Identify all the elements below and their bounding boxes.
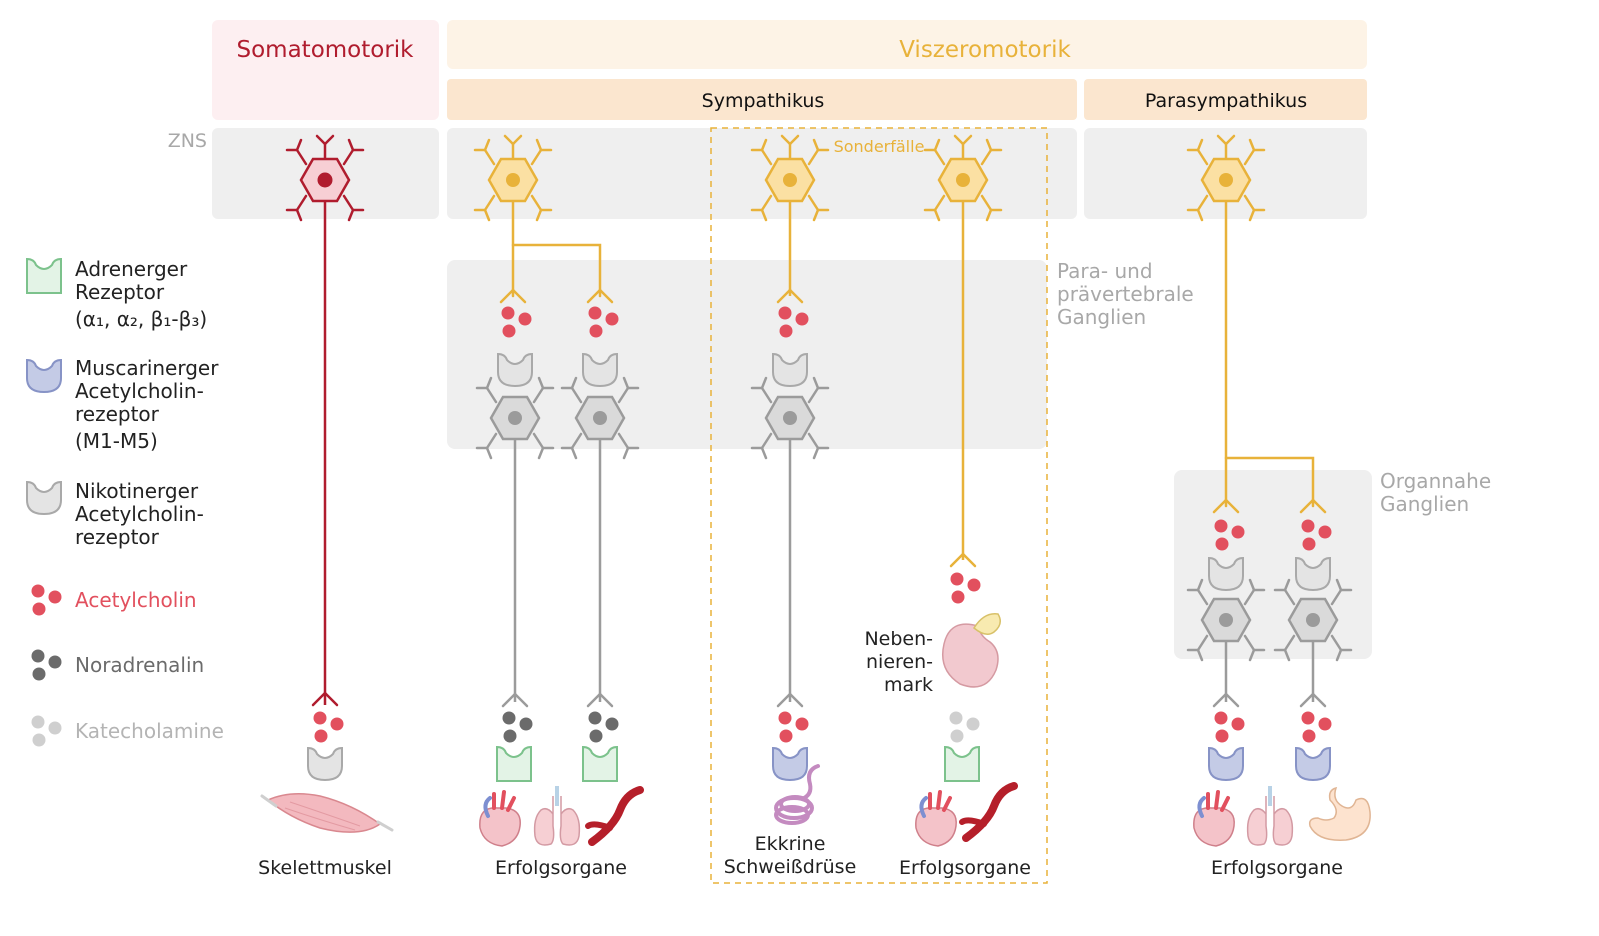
erfolgsorgane-parasympathikus-label: Erfolgsorgane [1211, 857, 1343, 879]
noradrenalin-dots-icon [31, 649, 62, 681]
blood-vessel-icon [962, 786, 1014, 838]
sweat-gland-pathway: Ekkrine Schweißdrüse [724, 134, 857, 878]
adrenal-medulla-pathway: Neben- nieren- mark Erfolgsorgane [864, 134, 1031, 879]
sonderfaelle-label: Sonderfälle [834, 137, 925, 156]
somatomotorik-header-bg [212, 20, 439, 120]
muscarin-receptor-icon [26, 359, 62, 393]
adrenerg-receptor-icon [582, 746, 618, 782]
somatomotorik-title: Somatomotorik [237, 37, 415, 63]
muscarin-receptor-icon [1208, 747, 1244, 781]
legend-adrenerg-line3: (α₁, α₂, β₁-β₃) [75, 307, 207, 331]
acetylcholin-dots-icon [1214, 711, 1245, 743]
nebennierenmark-label-line3: mark [884, 674, 933, 696]
organnahe-ganglia-area [1174, 470, 1372, 659]
svg-text:Organnahe: Organnahe [1380, 469, 1491, 493]
svg-text:Ganglien: Ganglien [1057, 305, 1146, 329]
heart-icon [1191, 790, 1237, 848]
legend-muscarin-line2: Acetylcholin- [75, 379, 204, 403]
paravertebral-ganglia-label: Para- und prävertebrale Ganglien [1057, 259, 1194, 329]
parasympathetic-pathway: Erfolgsorgane [1186, 134, 1371, 879]
parasympathikus-title: Parasympathikus [1145, 90, 1307, 112]
svg-text:prävertebrale: prävertebrale [1057, 282, 1194, 306]
legend-nikotin-line2: Acetylcholin- [75, 502, 204, 526]
legend: Adrenerger Rezeptor (α₁, α₂, β₁-β₃) Musc… [26, 257, 224, 747]
legend-adrenerg-line2: Rezeptor [75, 280, 165, 304]
svg-text:Ganglien: Ganglien [1380, 492, 1469, 516]
schweissdruese-label-line1: Ekkrine [755, 833, 826, 855]
heart-icon [913, 790, 959, 848]
zns-band-sympathikus [447, 128, 1077, 219]
heart-icon [477, 790, 523, 848]
legend-nikotin-line1: Nikotinerger [75, 479, 199, 503]
adrenerg-receptor-icon [944, 746, 980, 782]
sympathikus-title: Sympathikus [702, 90, 825, 112]
lungs-icon [1245, 784, 1295, 847]
lungs-icon [532, 784, 582, 847]
sonderfaelle-box [710, 127, 1048, 884]
acetylcholin-dots-icon [950, 572, 981, 604]
acetylcholin-dots-icon [313, 711, 344, 743]
somatomotor-pathway: Skelettmuskel [258, 134, 394, 879]
legend-nikotin-line3: rezeptor [75, 525, 160, 549]
parasympathikus-header-bg [1084, 79, 1367, 120]
muscarin-receptor-icon [772, 747, 808, 781]
legend-muscarin-line4: (M1-M5) [75, 429, 158, 453]
skelettmuskel-label: Skelettmuskel [258, 857, 392, 879]
nikotin-receptor-icon [307, 747, 343, 781]
schweissdruese-label-line2: Schweißdrüse [724, 856, 857, 878]
stomach-icon [1308, 786, 1371, 841]
noradrenalin-dots-icon [588, 711, 619, 743]
legend-acetylcholin: Acetylcholin [75, 588, 197, 612]
katecholamine-dots-icon [949, 711, 980, 743]
svg-text:Para- und: Para- und [1057, 259, 1153, 283]
sweat-gland-icon [774, 764, 820, 825]
blood-vessel-icon [588, 790, 640, 842]
legend-adrenerg-line1: Adrenerger [75, 257, 188, 281]
adrenerg-receptor-icon [26, 258, 62, 294]
muscarin-receptor-icon [1295, 747, 1331, 781]
organnahe-ganglia-label: Organnahe Ganglien [1380, 469, 1491, 516]
legend-noradrenalin: Noradrenalin [75, 653, 204, 677]
legend-muscarin-line1: Muscarinerger [75, 356, 219, 380]
viszeromotorik-header-bg [447, 20, 1367, 69]
nebennierenmark-label-line2: nieren- [866, 651, 933, 673]
erfolgsorgane-sonderfall-label: Erfolgsorgane [899, 857, 1031, 879]
nebennierenmark-label-line1: Neben- [864, 628, 933, 650]
skeletal-muscle-icon [260, 793, 394, 833]
zns-label: ZNS [168, 130, 207, 152]
adrenal-gland-icon [942, 613, 1001, 688]
viszeromotorik-title: Viszeromotorik [899, 37, 1071, 63]
acetylcholin-dots-icon [778, 711, 809, 743]
nikotin-receptor-icon [26, 481, 62, 515]
katecholamine-dots-icon [31, 715, 62, 747]
legend-muscarin-line3: rezeptor [75, 402, 160, 426]
sympathetic-pathway: Erfolgsorgane [473, 134, 640, 879]
legend-katecholamine: Katecholamine [75, 719, 224, 743]
adrenerg-receptor-icon [496, 746, 532, 782]
acetylcholin-dots-icon [31, 584, 62, 616]
erfolgsorgane-sympathikus-label: Erfolgsorgane [495, 857, 627, 879]
acetylcholin-dots-icon [1301, 711, 1332, 743]
sympathikus-header-bg [447, 79, 1077, 120]
noradrenalin-dots-icon [502, 711, 533, 743]
